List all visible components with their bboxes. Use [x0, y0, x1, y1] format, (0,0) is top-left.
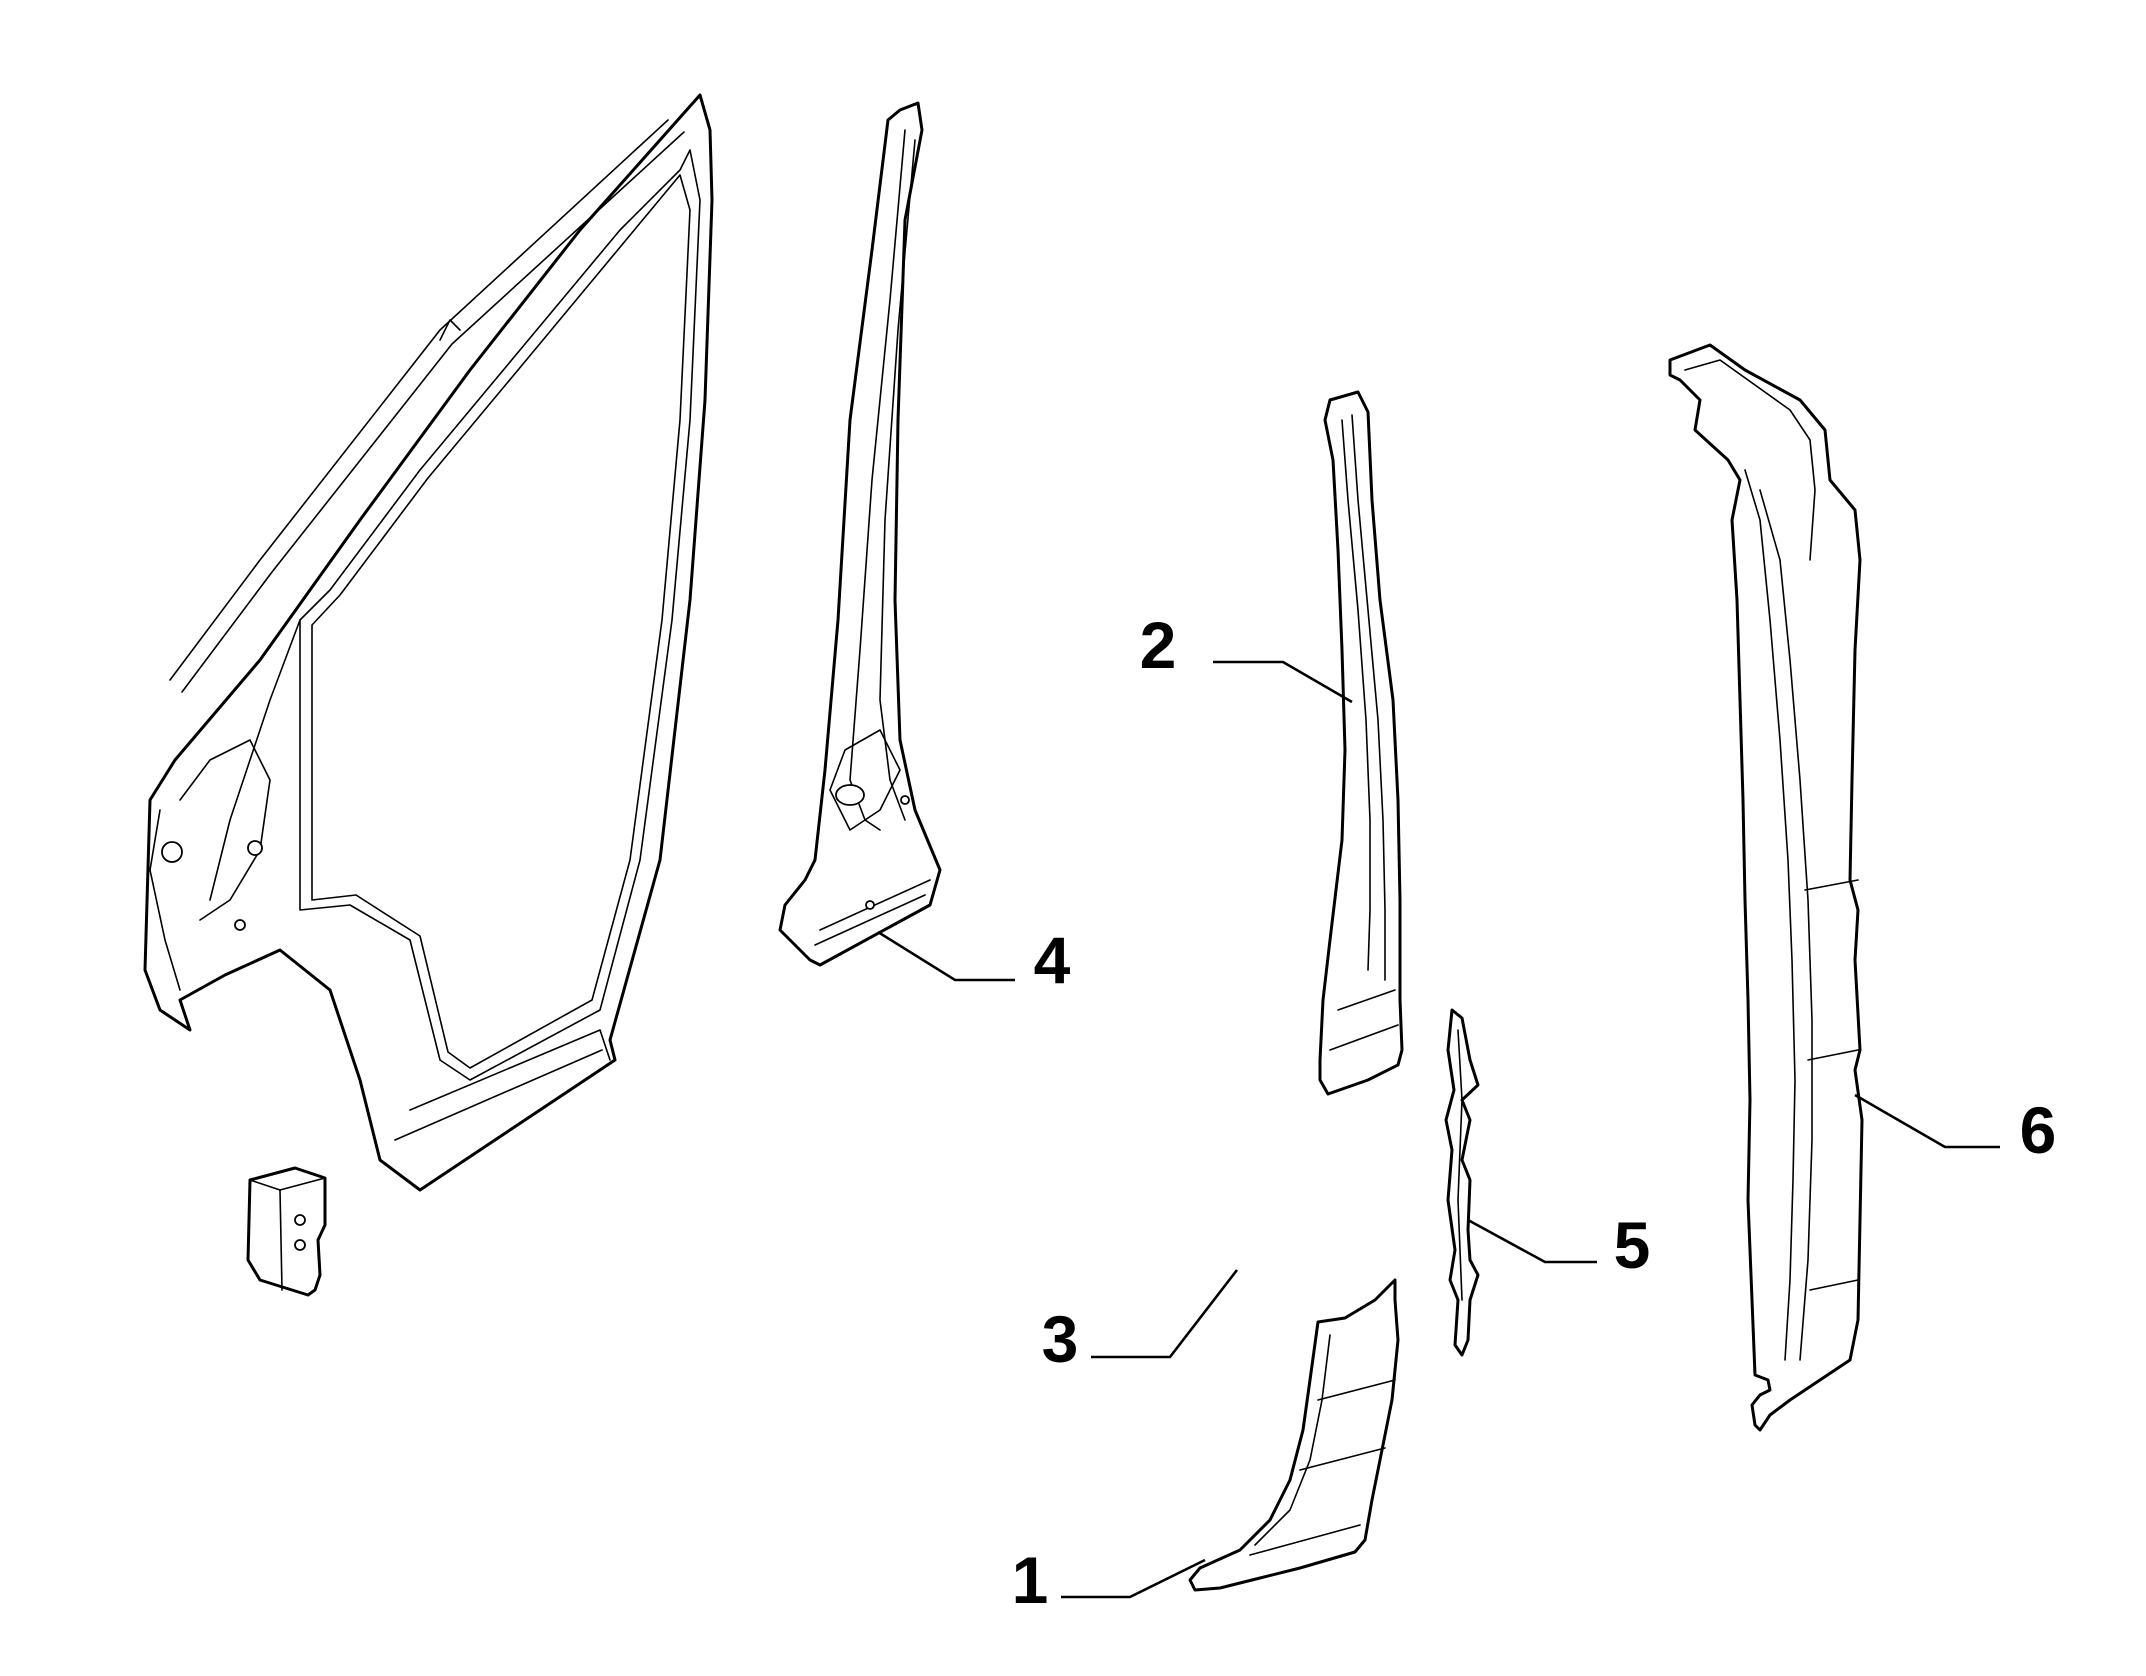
leader-6 — [1854, 1093, 2000, 1149]
callout-6: 6 — [2020, 1093, 2057, 1167]
part-2-pillar-reinforcement — [1318, 390, 1404, 1096]
callout-labels: 2 4 3 1 5 6 — [1012, 608, 2057, 1617]
part-3-block — [246, 1166, 327, 1297]
part-1-lower-pillar-panel — [1188, 1278, 1400, 1592]
leader-2 — [1213, 660, 1353, 704]
callout-4: 4 — [1034, 923, 1071, 997]
callout-5: 5 — [1614, 1208, 1651, 1282]
part-4-pillar-inner — [778, 101, 942, 967]
callout-3: 3 — [1042, 1302, 1079, 1376]
part-5-vertical-strip — [1444, 1008, 1480, 1357]
door-frame-body-side — [143, 93, 714, 1192]
callout-2: 2 — [1140, 608, 1177, 682]
leader-3 — [1091, 1269, 1239, 1359]
leader-5 — [1467, 1218, 1597, 1264]
leader-lines — [877, 660, 2000, 1599]
part-6-long-rail — [1668, 343, 1864, 1432]
leader-1 — [1061, 1558, 1206, 1599]
callout-1: 1 — [1012, 1543, 1049, 1617]
leader-4 — [877, 930, 1015, 982]
